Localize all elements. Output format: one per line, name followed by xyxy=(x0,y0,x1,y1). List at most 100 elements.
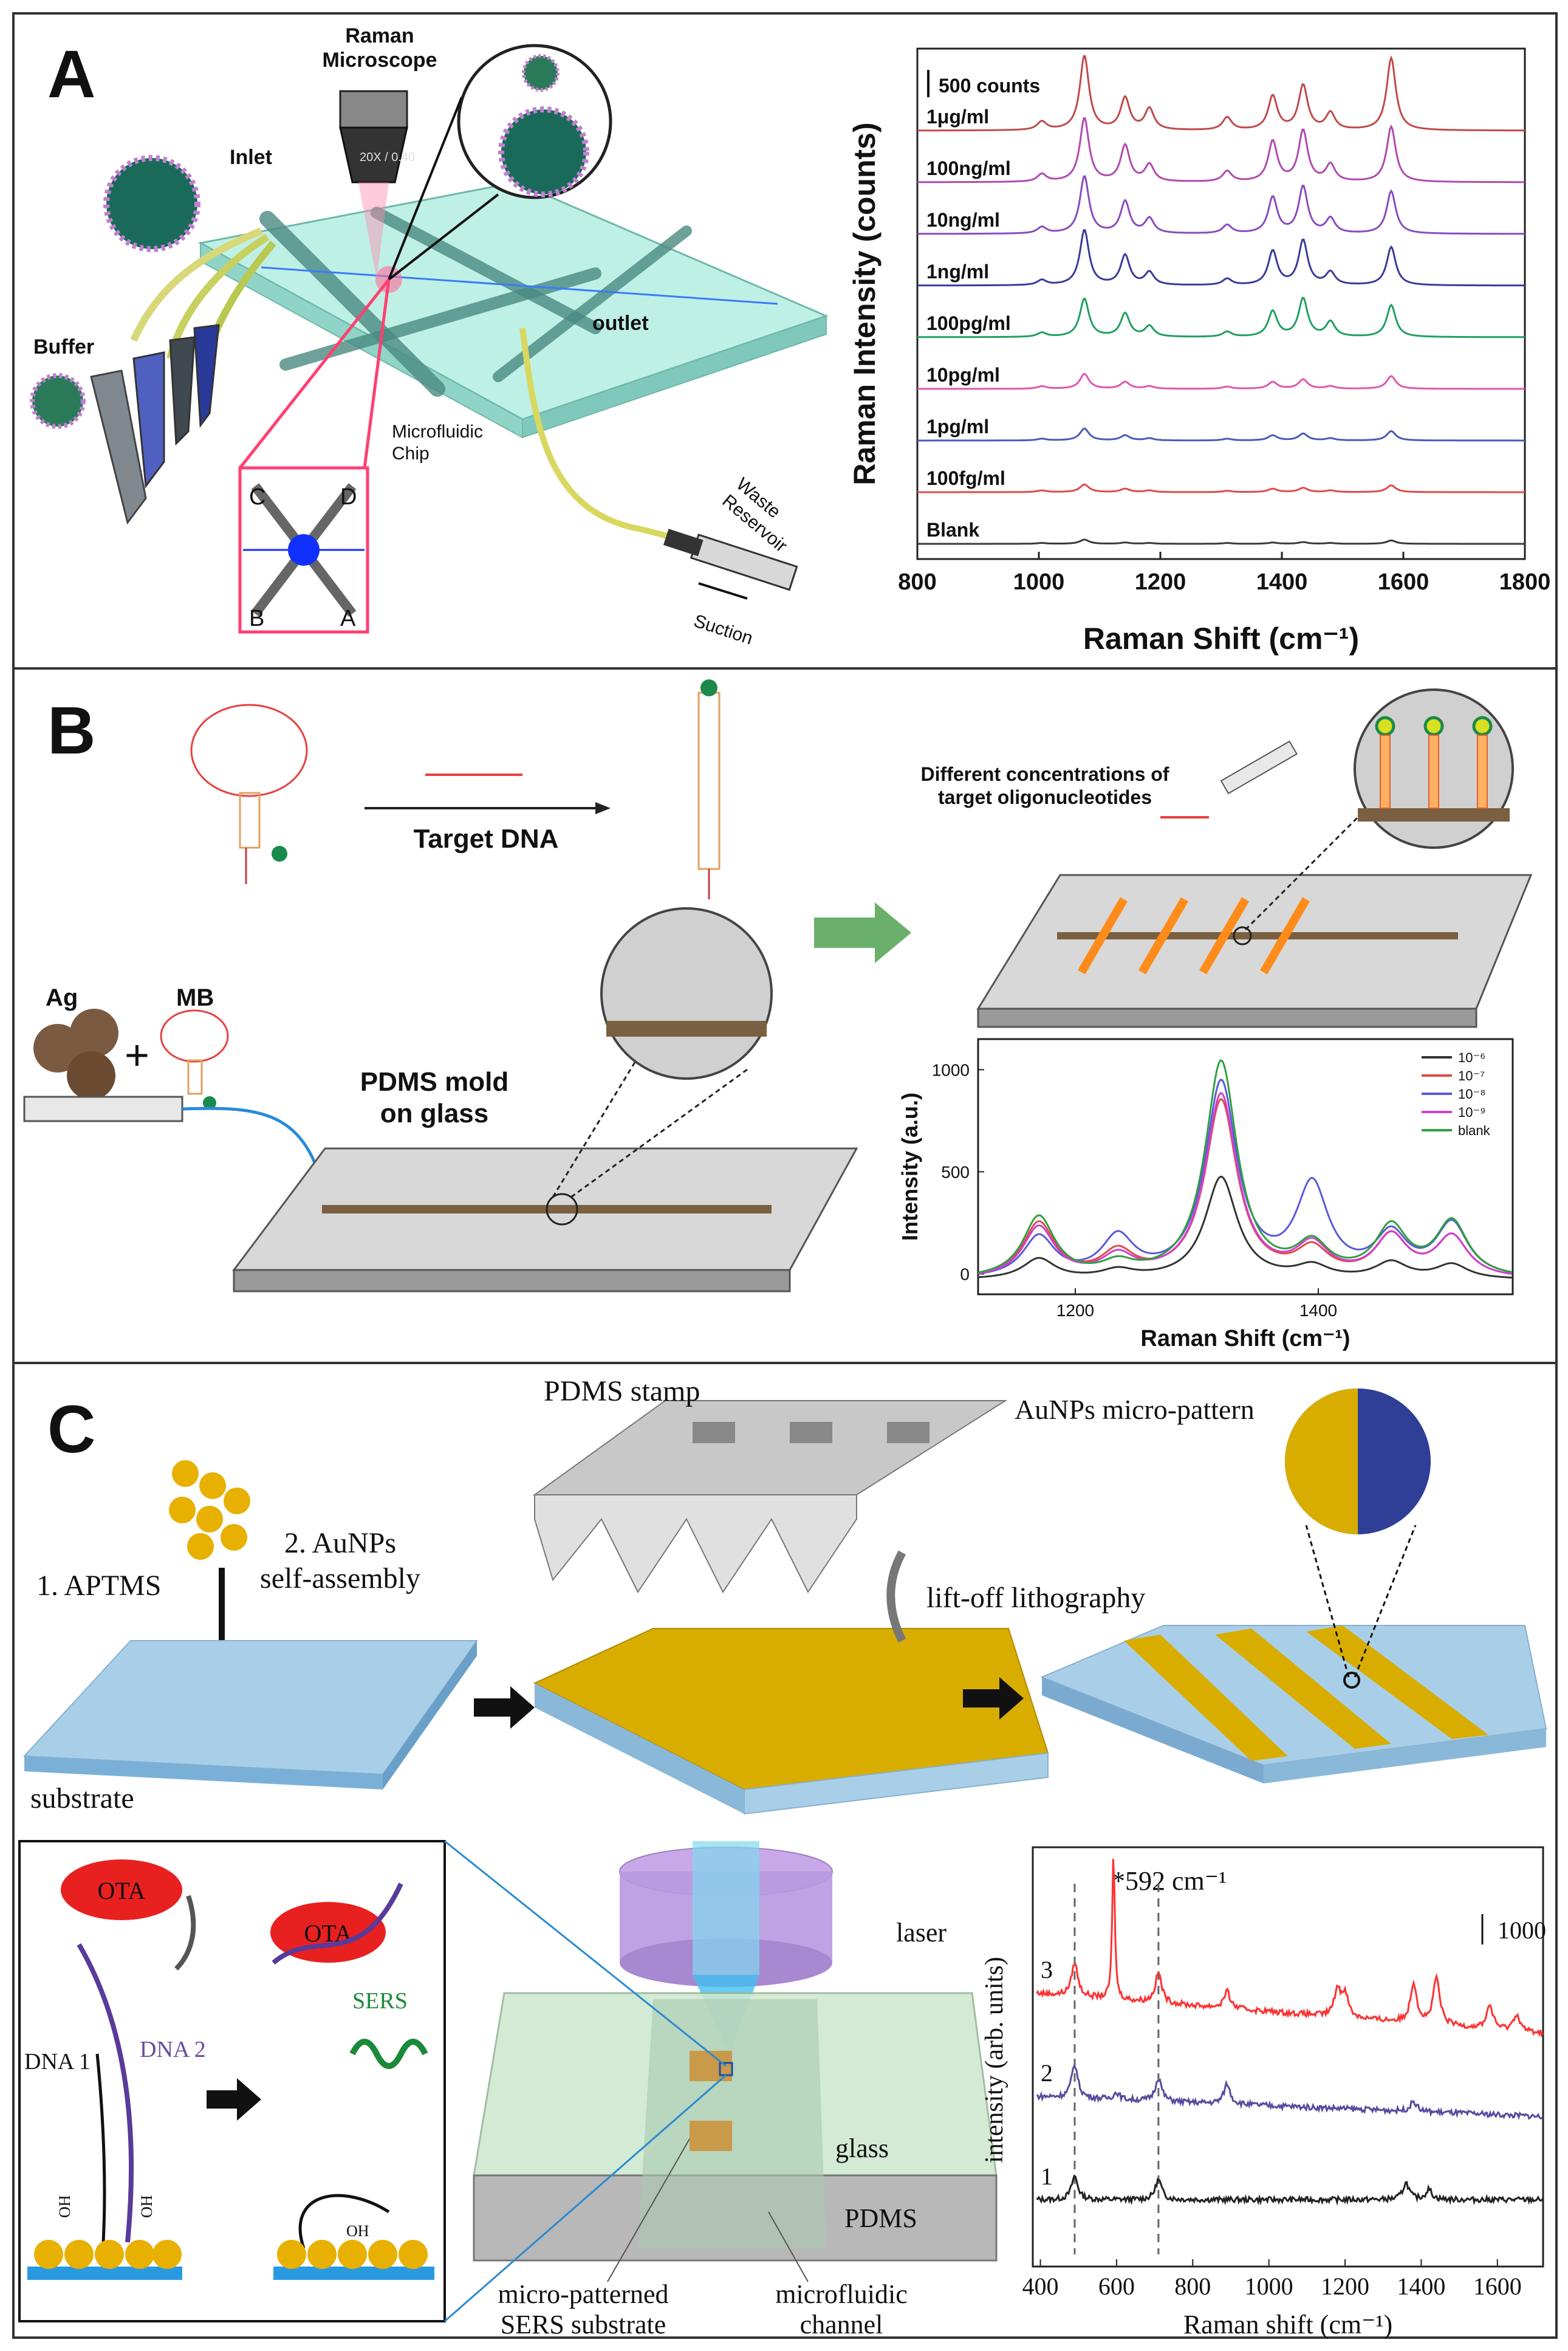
inset-base-2 xyxy=(273,2267,434,2280)
chart-a-series-line xyxy=(917,297,1525,338)
label-dna2: DNA 2 xyxy=(140,2037,206,2062)
aunp-4 xyxy=(196,1506,223,1532)
ag-particle-2 xyxy=(70,1009,118,1057)
inset-gold-1c xyxy=(95,2240,124,2269)
objective-marking: 20X / 0.40 xyxy=(360,151,415,164)
chart-b-xlabel: Raman Shift (cm⁻¹) xyxy=(1140,1326,1350,1351)
panel-a-letter: A xyxy=(47,37,95,112)
label-ota-1: OTA xyxy=(97,1877,145,1904)
ota-ellipse-1 xyxy=(61,1859,182,1920)
label-different-conc-line: target oligonucleotides xyxy=(938,786,1152,808)
chart-c-xtick-label: 800 xyxy=(1174,2273,1211,2300)
inset-letter-d: D xyxy=(340,484,357,510)
conc-stripe-3 xyxy=(1199,897,1250,975)
chart-a-series-label: 1pg/ml xyxy=(926,416,989,438)
chart-a-xtick-label: 1200 xyxy=(1135,569,1186,595)
conc-chip-front xyxy=(977,1007,1477,1028)
chart-a-series-line xyxy=(917,175,1525,235)
ag-particle-1 xyxy=(33,1024,82,1073)
mb-loop xyxy=(160,1009,229,1063)
chart-b-plot-area xyxy=(977,1038,1514,1296)
inset-line-2 xyxy=(363,279,391,468)
chart-a-xtick-label: 1400 xyxy=(1256,569,1308,595)
chart-a-series-label: 10pg/ml xyxy=(926,364,1000,386)
label-micro-patterned-line: micro-patterned xyxy=(498,2279,669,2309)
inset-letter-c: C xyxy=(249,484,265,510)
conc-zoom-dye-2 xyxy=(1423,716,1444,736)
green-arrow xyxy=(814,902,911,963)
label-ag: Ag xyxy=(46,984,78,1011)
gold-stripe-2 xyxy=(1215,1629,1391,1749)
chart-a: 500 counts Raman Shift (cm⁻¹) Raman Inte… xyxy=(847,47,1550,656)
chart-b-series-line xyxy=(977,1059,1513,1274)
zoom-particle-small xyxy=(522,54,560,92)
conc-zoom-spot xyxy=(1233,926,1252,946)
chart-a-plot-area xyxy=(916,47,1526,560)
label-substrate: substrate xyxy=(30,1782,134,1814)
mold-zoom-line-2 xyxy=(570,1068,748,1198)
inset-letter-a: A xyxy=(340,606,356,631)
inset-line-1 xyxy=(239,278,390,469)
gold-layer-front xyxy=(535,1683,744,1814)
aptamer-inset: OTA DNA 1 DNA 2 OH OH OTA SERS OH xyxy=(18,1840,446,2322)
chart-c: *592 cm⁻¹ 1000 Raman shift (cm⁻¹) intens… xyxy=(981,1846,1546,2339)
substrate-front xyxy=(24,1756,383,1790)
chart-c-scale-bar: 1000 xyxy=(1498,1917,1546,1944)
nanoparticles xyxy=(30,44,612,429)
syringe-plunger xyxy=(663,529,704,557)
hairpin-stem xyxy=(239,792,261,849)
chart-c-xtick-label: 1400 xyxy=(1397,2273,1445,2300)
channel-1 xyxy=(259,211,445,397)
suction-arrow xyxy=(698,582,748,600)
label-aunps-self-line: self-assembly xyxy=(260,1562,420,1594)
panel-b-letter: B xyxy=(47,693,95,768)
label-raman-microscope-line: Raman xyxy=(345,24,414,47)
chart-a-series-label: 1ng/ml xyxy=(926,261,989,283)
chart-c-plot-area xyxy=(1032,1846,1544,2268)
inset-letter-b: B xyxy=(249,606,264,631)
label-laser: laser xyxy=(896,1918,947,1948)
label-oh-2: OH xyxy=(138,2195,156,2218)
chart-c-xtick-label: 1200 xyxy=(1321,2273,1369,2300)
laser-cone xyxy=(358,182,389,280)
mb-stem xyxy=(187,1059,203,1095)
arrow-right-2 xyxy=(963,1677,1024,1720)
conc-zoom-surface xyxy=(1358,808,1510,822)
chart-a-series-line xyxy=(917,427,1525,442)
label-lift-off: lift-off lithography xyxy=(926,1582,1145,1614)
conc-chip-top xyxy=(976,874,1533,1010)
chart-c-xtick-label: 400 xyxy=(1022,2273,1059,2300)
plus-sign: + xyxy=(125,1031,149,1079)
label-aunps-pattern: AuNPs micro-pattern xyxy=(1015,1394,1255,1425)
chart-c-ylabel: intensity (arb. units) xyxy=(981,1957,1008,2163)
vial-1 xyxy=(90,369,147,525)
conc-zoom-dye-3 xyxy=(1472,716,1493,736)
sers-wave xyxy=(349,2039,428,2069)
chart-a-xlabel: Raman Shift (cm⁻¹) xyxy=(1083,622,1359,656)
chart-c-series-label: 3 xyxy=(1041,1956,1053,1983)
inset-gold-1d xyxy=(125,2240,154,2269)
label-sers: SERS xyxy=(352,1988,408,2014)
label-microfluidic-chip-line: Microfluidic xyxy=(392,422,483,442)
chart-b-legend-label: blank xyxy=(1458,1123,1491,1138)
label-raman-microscope-line: Microscope xyxy=(323,49,437,72)
inset-link-1 xyxy=(444,1840,727,2067)
channel-4 xyxy=(493,225,692,382)
ag-particle-3 xyxy=(67,1051,115,1100)
inset-gold-1b xyxy=(64,2240,94,2269)
ota-binding-arrow xyxy=(174,1895,196,1971)
conc-stripe-2 xyxy=(1138,897,1189,975)
nanoparticle-small xyxy=(30,373,86,429)
inset-gold-1e xyxy=(152,2240,182,2269)
chart-a-series-label: 10ng/ml xyxy=(926,209,1000,231)
gold-stripe-3 xyxy=(1306,1625,1488,1739)
chip-front xyxy=(522,315,827,439)
chart-b-legend-label: 10⁻⁸ xyxy=(1458,1086,1485,1102)
chart-c-series-line xyxy=(1036,2174,1544,2206)
conc-zoom-dye-1 xyxy=(1375,716,1395,736)
inset-base-1 xyxy=(27,2267,182,2280)
